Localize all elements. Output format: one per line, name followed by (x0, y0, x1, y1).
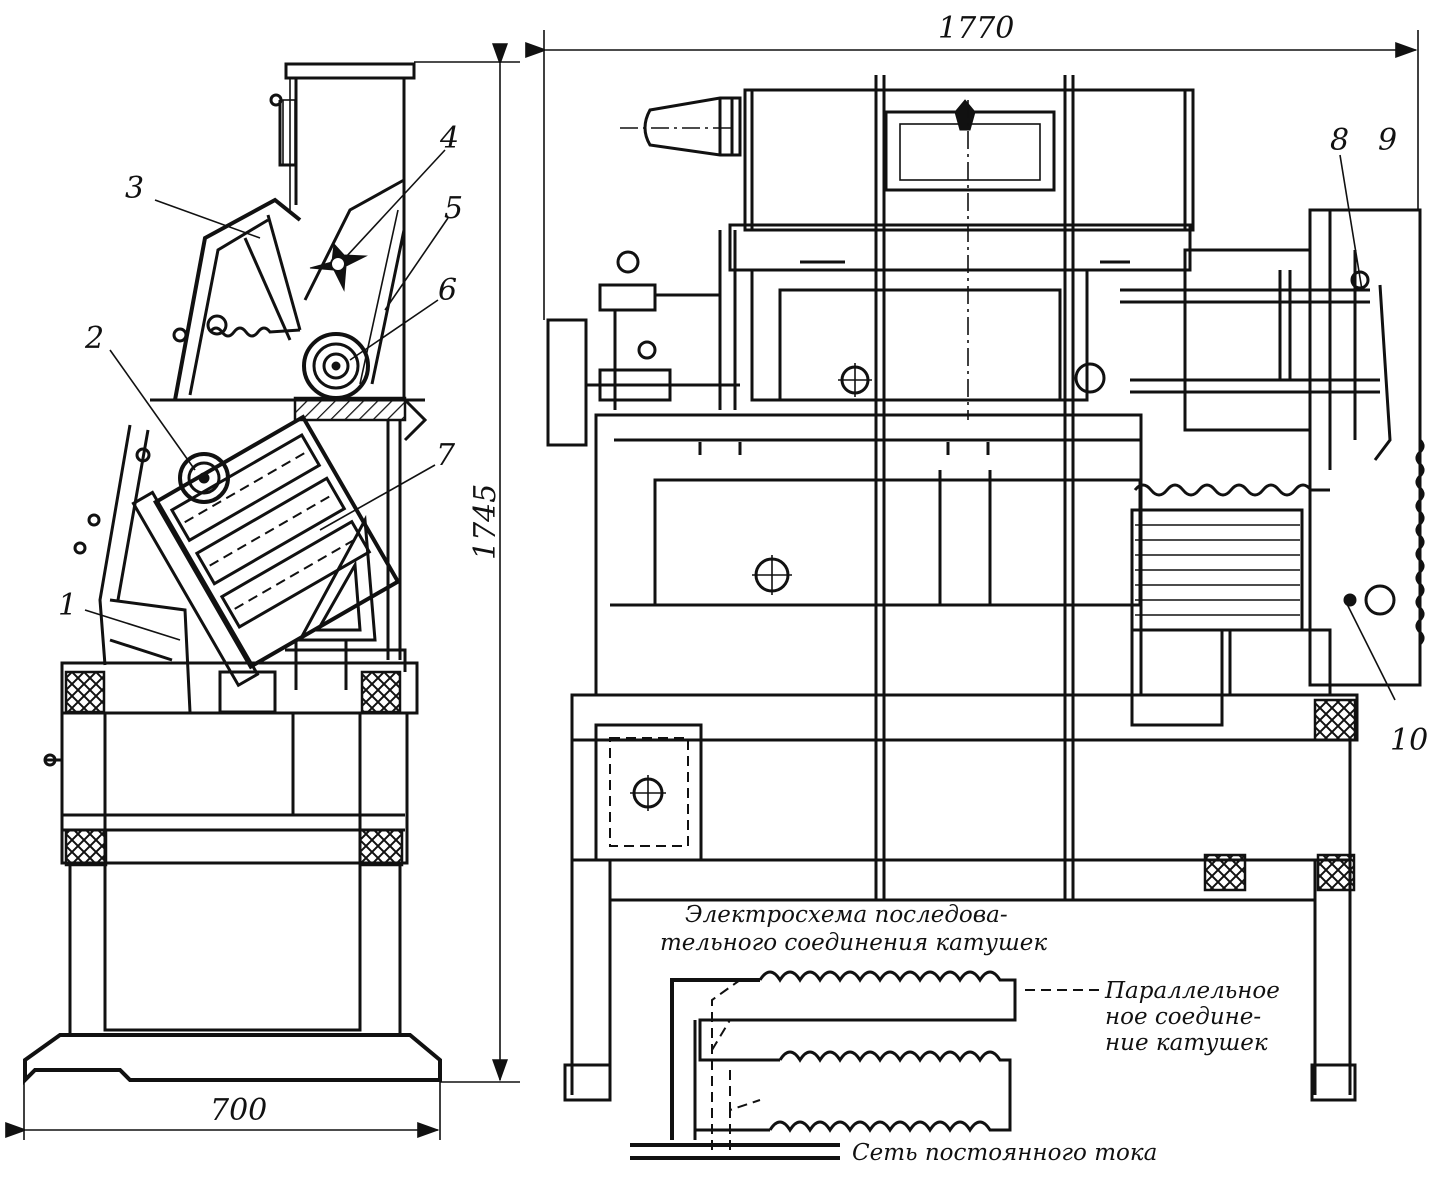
side-view (23, 62, 442, 1085)
callout-8: 8 (1330, 123, 1349, 158)
dim-overall-width: 1770 (938, 11, 1014, 46)
rotor-4 (309, 242, 368, 292)
callout-7: 7 (436, 438, 456, 473)
series-caption-line1: Электросхема последова- (685, 902, 1008, 928)
dim-side-height: 1745 (468, 484, 503, 560)
callout-3: 3 (125, 171, 144, 206)
drum-2 (178, 452, 230, 504)
side-callout-leaders (84, 149, 449, 641)
callout-4: 4 (439, 121, 459, 156)
series-caption-line2: тельного соединения катушек (660, 930, 1047, 956)
parallel-caption-line3: ние катушек (1105, 1030, 1268, 1056)
callout-9: 9 (1378, 123, 1397, 158)
callout-2: 2 (84, 321, 104, 356)
wiring-schematic (630, 970, 1100, 1160)
front-view (525, 30, 1425, 1102)
dc-supply-label: Сеть постоянного тока (852, 1140, 1157, 1166)
callout-6: 6 (438, 273, 457, 308)
parallel-caption-line1: Параллельное (1104, 978, 1280, 1004)
callout-1: 1 (58, 588, 77, 623)
drum-6 (302, 332, 370, 400)
dim-side-width: 700 (210, 1093, 267, 1128)
callout-10: 10 (1390, 723, 1428, 758)
callout-5: 5 (444, 191, 463, 226)
parallel-caption-line2: ное соедине- (1105, 1004, 1261, 1030)
front-callout-leaders (1339, 154, 1396, 701)
side-dimensions (5, 43, 520, 1140)
coil-block-7 (131, 414, 401, 688)
